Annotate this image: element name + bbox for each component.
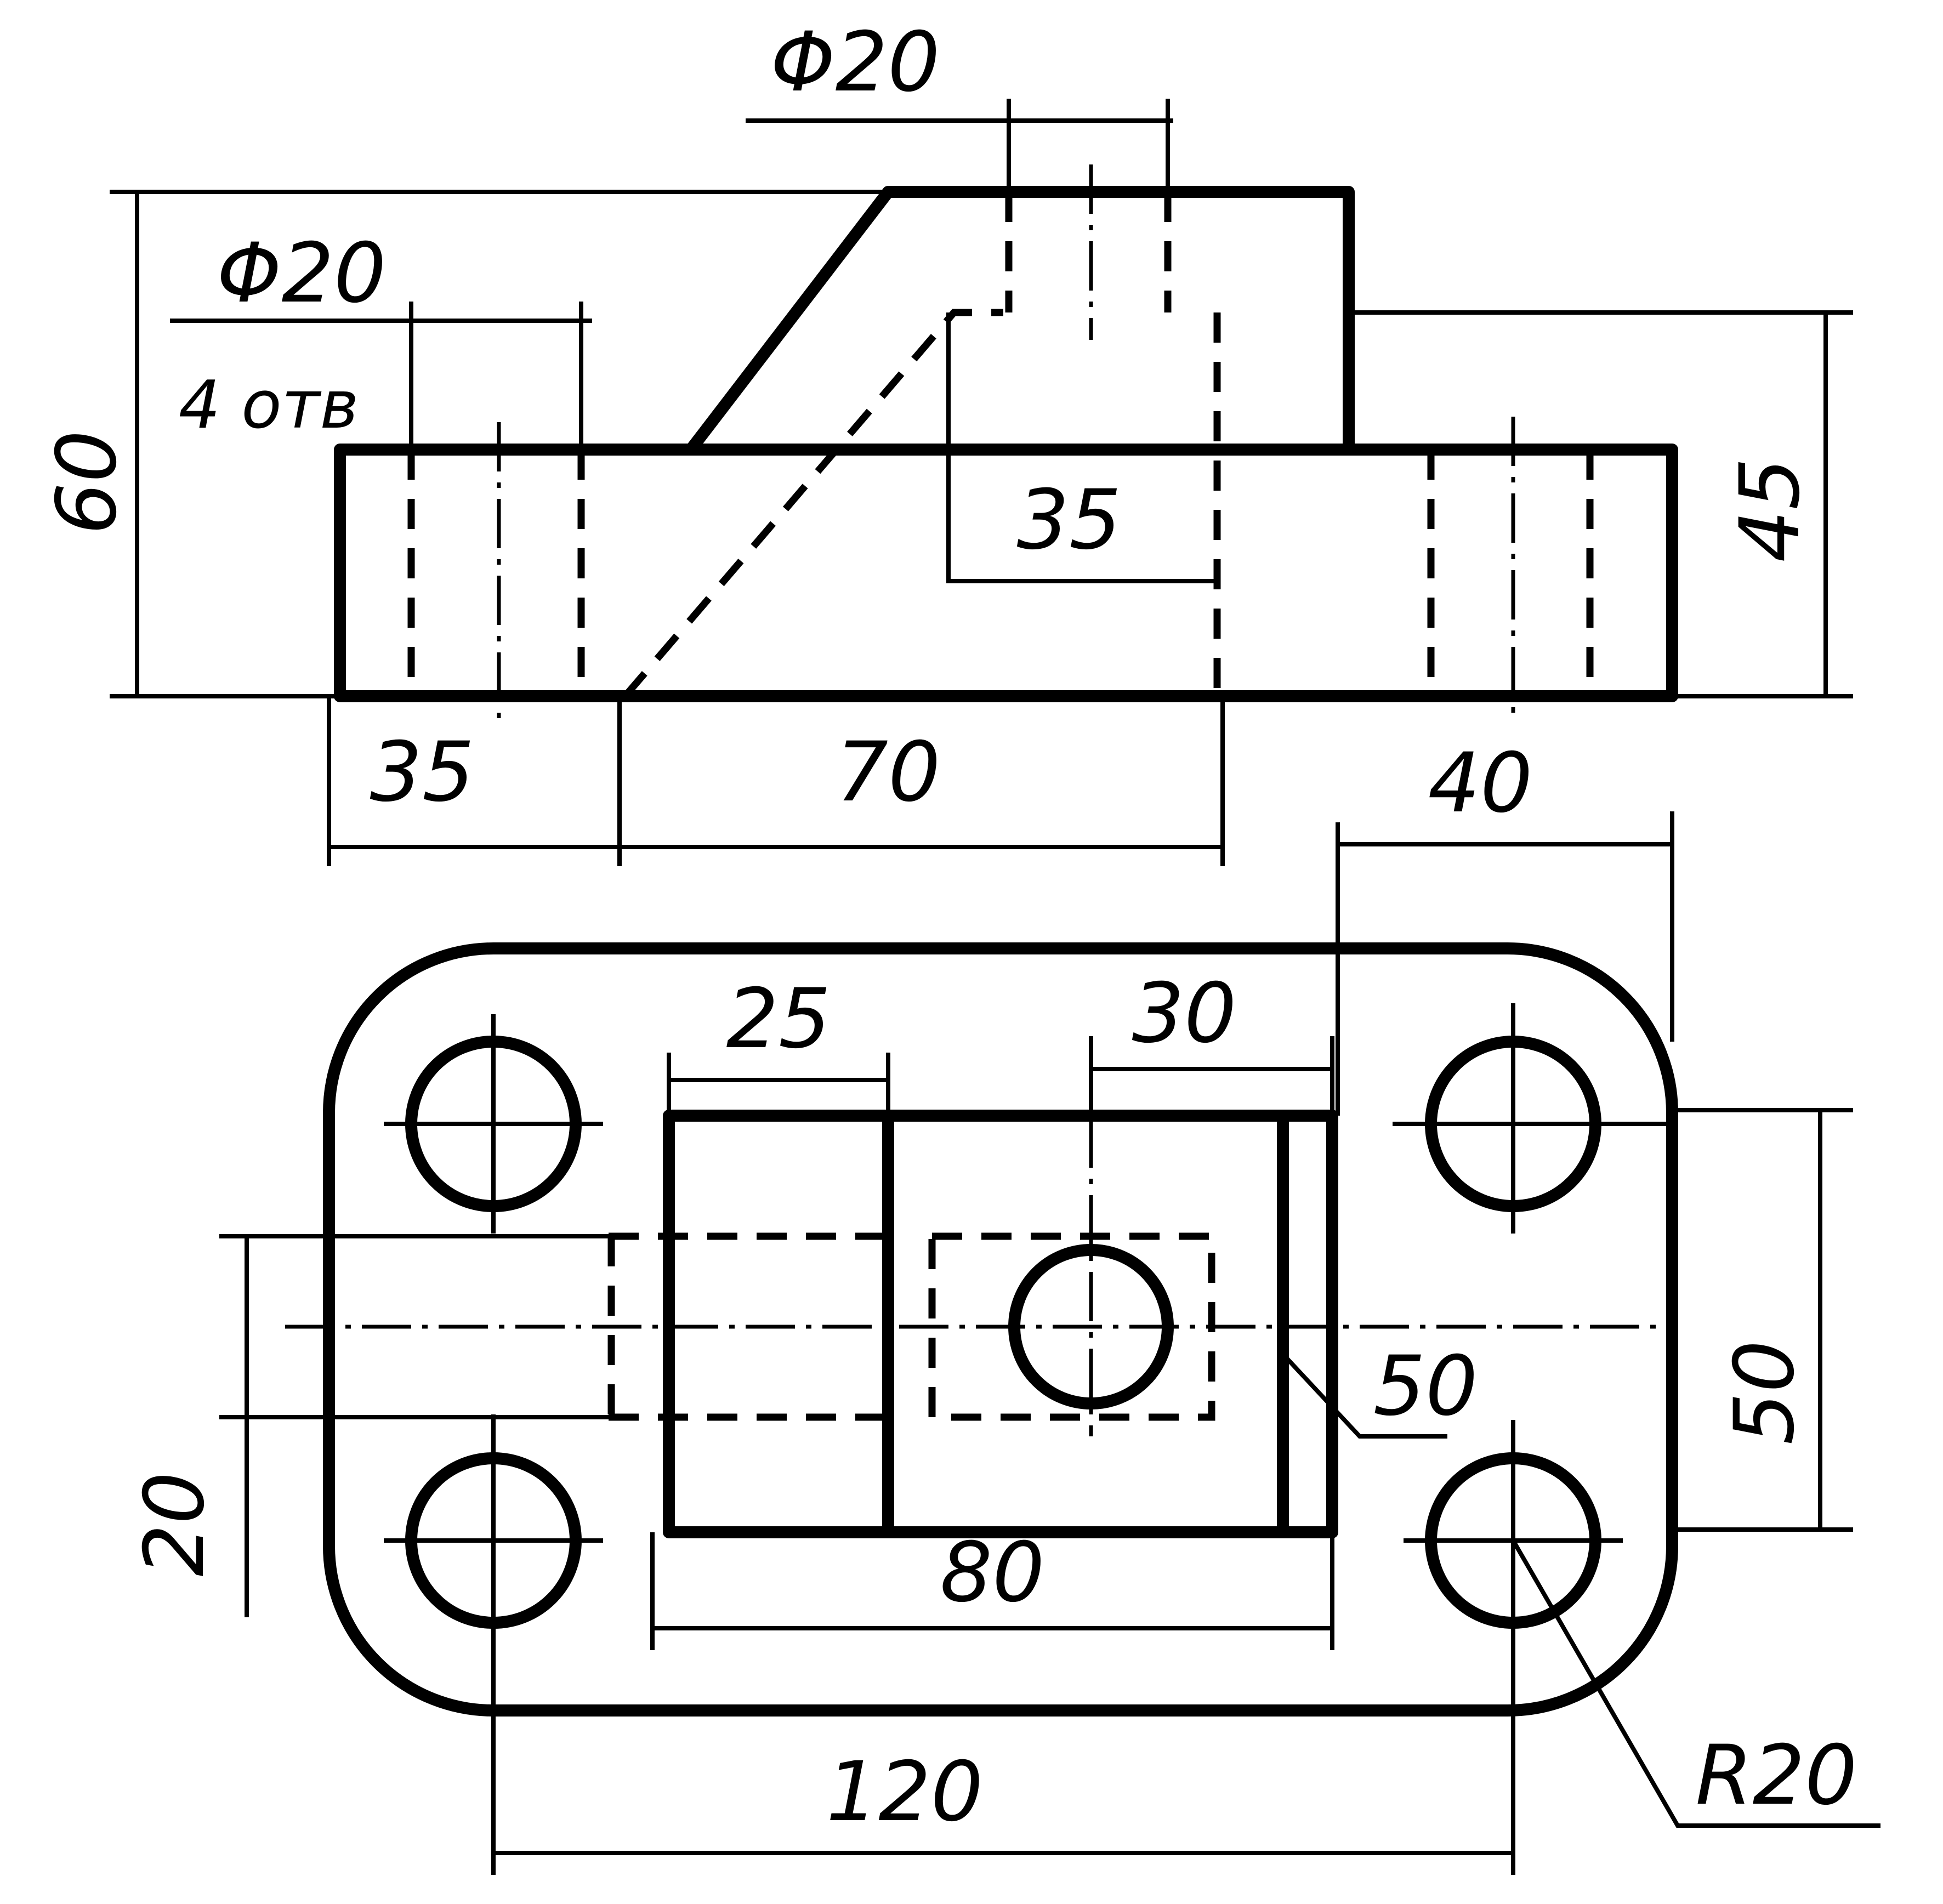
dim-60: 60 <box>39 430 135 535</box>
dim-t120: 120 <box>826 1744 983 1840</box>
dim-top-dia: Φ20 <box>771 15 940 110</box>
front-boss-outline <box>685 186 1355 456</box>
top-boss-outline <box>663 1110 1338 1538</box>
top-base-outline <box>323 942 1678 1717</box>
dim-r20: R20 <box>1695 1728 1857 1823</box>
dim-slot35: 35 <box>1017 473 1122 568</box>
dim-t80: 80 <box>940 1525 1045 1621</box>
dim-r20-leader <box>1511 1539 1880 1828</box>
dim-t25: 25 <box>726 971 831 1067</box>
dim-holes-dia: Φ20 <box>217 226 387 321</box>
dim-b35: 35 <box>370 725 475 820</box>
dim-t20: 20 <box>127 1472 223 1577</box>
dim-t30: 30 <box>1132 966 1237 1061</box>
holes-count-note: 4 отв <box>179 367 359 444</box>
dim-slot35-line <box>946 312 1217 583</box>
dim-t50v: 50 <box>1717 1340 1813 1445</box>
top-central-hole <box>1008 1244 1174 1409</box>
dim-t50d: 50 <box>1373 1339 1478 1434</box>
dim-b70: 70 <box>836 725 941 820</box>
dim-t40: 40 <box>1428 736 1533 831</box>
dim-50d-leader <box>1281 1352 1447 1439</box>
front-hidden-incline <box>622 309 1003 699</box>
front-base-outline <box>334 444 1678 702</box>
top-view <box>285 942 1678 1717</box>
front-dimensions: 60 45 35 Φ20 Φ20 4 отв 35 70 <box>39 15 1853 866</box>
top-dimensions: 40 25 30 50 50 20 80 120 R20 <box>127 736 1880 1875</box>
dim-45: 45 <box>1723 458 1818 562</box>
front-view <box>334 164 1678 724</box>
